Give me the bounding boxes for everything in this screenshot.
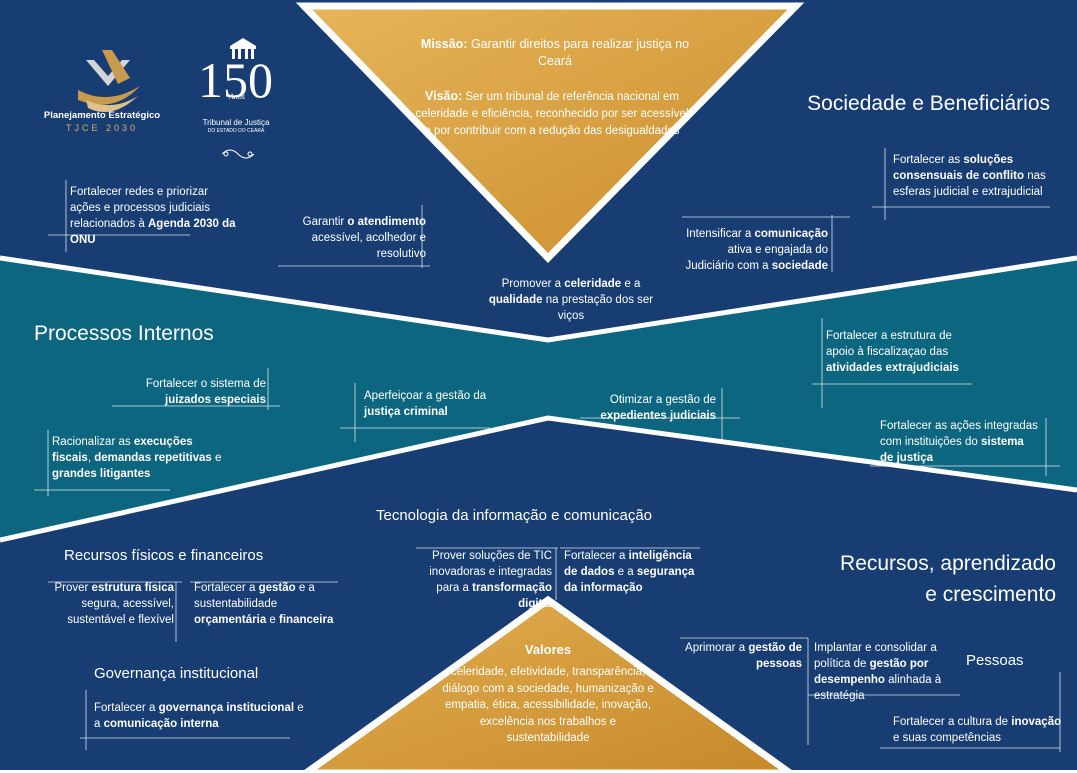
planejamento-logo-icon bbox=[78, 50, 140, 112]
connector-lines bbox=[34, 148, 1061, 752]
objective-expedientes: Otimizar a gestão de expedientes judicia… bbox=[600, 394, 716, 422]
valores-text: celeridade, efetividade, transparência, … bbox=[442, 666, 654, 744]
objective-comunicacao: Intensificar a comunicação ativa e engaj… bbox=[685, 228, 828, 272]
perspective-governanca: Governança institucional bbox=[94, 665, 259, 682]
teal-band-top-edge bbox=[0, 255, 1077, 343]
objective-extrajudiciais: Fortalecer a estrutura de apoio à fiscal… bbox=[826, 330, 959, 374]
planejamento-subtitle: TJCE 2030 bbox=[65, 123, 139, 133]
perspective-tecnologia: Tecnologia da informação e comunicação bbox=[376, 507, 652, 524]
objective-agenda-2030: Fortalecer redes e priorizar ações e pro… bbox=[70, 186, 236, 246]
perspective-sociedade: Sociedade e Beneficiários bbox=[807, 92, 1050, 115]
objective-solucoes: Fortalecer as soluções consensuais de co… bbox=[893, 154, 1046, 198]
tribunal-building-icon bbox=[230, 38, 256, 59]
objective-execucoes: Racionalizar as execuções fiscais, deman… bbox=[52, 436, 222, 480]
objective-estrutura-fisica: Prover estrutura física segura, acessíve… bbox=[54, 582, 174, 626]
objective-governanca: Fortalecer a governança institucional e … bbox=[94, 702, 304, 730]
objective-atendimento: Garantir o atendimento acessível, acolhe… bbox=[302, 216, 426, 260]
missao-block: Missão: Garantir direitos para realizar … bbox=[420, 36, 690, 70]
bottom-gold-triangle bbox=[299, 595, 797, 773]
perspective-pessoas: Pessoas bbox=[966, 652, 1024, 669]
visao-block: Visão: Ser um tribunal de referência nac… bbox=[412, 88, 692, 140]
tribunal-line2: DO ESTADO DO CEARÁ bbox=[207, 128, 265, 134]
objective-desempenho: Implantar e consolidar a política de ges… bbox=[814, 642, 942, 702]
objective-celeridade: Promover a celeridade e a qualidade na p… bbox=[488, 278, 654, 322]
objective-gestao-orcamentaria: Fortalecer a gestão e a sustentabilidade… bbox=[194, 582, 334, 626]
top-gold-triangle bbox=[295, 2, 805, 264]
objective-inteligencia: Fortalecer a inteligência de dados e a s… bbox=[564, 550, 695, 594]
tribunal-line1: Tribunal de Justiça bbox=[202, 118, 270, 127]
objective-sistema-justica: Fortalecer as ações integradas com insti… bbox=[880, 420, 1038, 464]
missao-label: Missão: bbox=[420, 37, 468, 51]
ornament-icon bbox=[221, 149, 255, 159]
visao-text: Ser um tribunal de referência nacional e… bbox=[415, 91, 689, 137]
missao-text: Garantir direitos para realizar justiça … bbox=[470, 37, 690, 68]
anos-number: 150 bbox=[198, 52, 273, 108]
anos-word: Anos bbox=[229, 92, 245, 101]
planejamento-title: Planejamento Estratégico bbox=[43, 110, 161, 121]
objective-inovacao: Fortalecer a cultura de inovação e suas … bbox=[893, 716, 1062, 744]
valores-label: Valores bbox=[524, 642, 572, 657]
objective-justica-criminal: Aperfeiçoar a gestão da justiça criminal bbox=[364, 390, 487, 418]
visao-label: Visão: bbox=[424, 89, 463, 103]
teal-band bbox=[0, 258, 1077, 540]
perspective-recursos-aprendizado-1: Recursos, aprendizado bbox=[840, 552, 1056, 575]
perspective-processos: Processos Internos bbox=[34, 322, 214, 345]
perspective-recursos-fisicos: Recursos físicos e financeiros bbox=[64, 547, 264, 564]
bottom-white-border bbox=[0, 770, 1077, 773]
objective-tic: Prover soluções de TIC inovadoras e inte… bbox=[429, 550, 552, 610]
objective-juizados: Fortalecer o sistema de juizados especia… bbox=[145, 378, 266, 406]
perspective-recursos-aprendizado-2: e crescimento bbox=[925, 583, 1056, 606]
objective-gestao-pessoas: Aprimorar a gestão de pessoas bbox=[685, 642, 802, 670]
